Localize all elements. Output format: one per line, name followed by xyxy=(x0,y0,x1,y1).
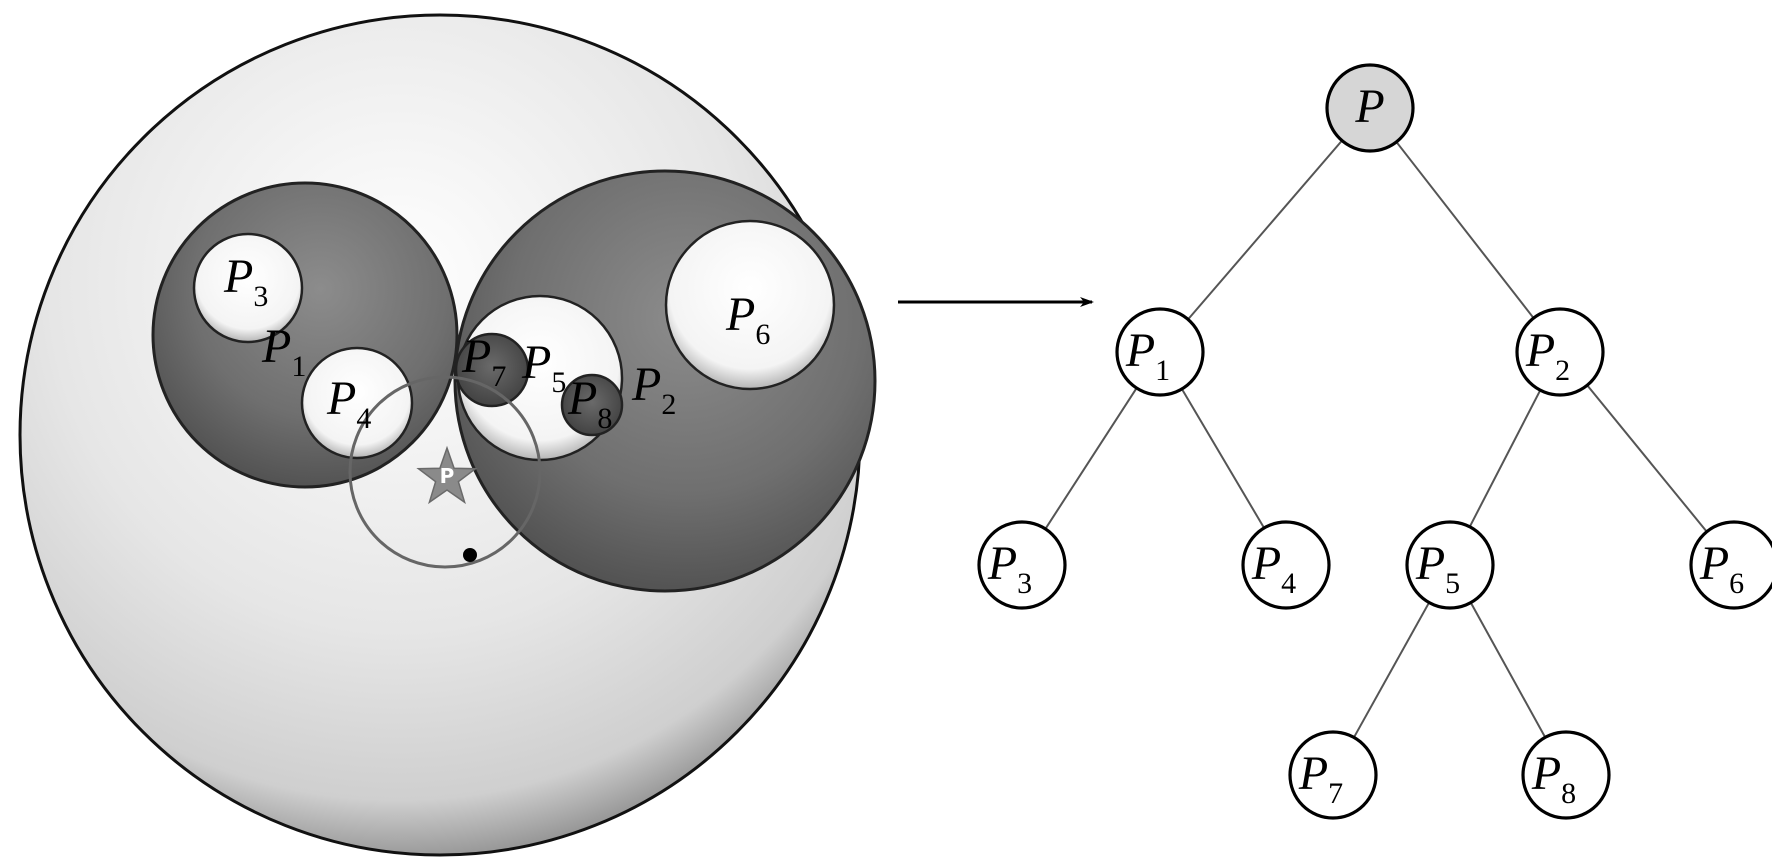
tree-node-label-base: P xyxy=(1415,537,1445,590)
tree-node-label-sub: 1 xyxy=(1155,354,1170,387)
sphere-p7 xyxy=(454,332,530,408)
sphere-labels: P3 P1 P4 P7 P5 P8 P2 P6 xyxy=(223,250,770,435)
tree-node-p2: P2 xyxy=(1515,307,1605,397)
sphere-p1 xyxy=(151,181,459,489)
tree-node-label-base: P xyxy=(1531,747,1561,800)
tree-node-label: P8 xyxy=(1531,747,1576,810)
label-p7: P7 xyxy=(461,330,506,393)
label-p1: P1 xyxy=(261,320,306,383)
tree-node-p5: P5 xyxy=(1405,520,1495,610)
tree-node-label-base: P xyxy=(1699,537,1729,590)
tree-edge-p2-p6 xyxy=(1586,384,1708,533)
tree-node-p3: P3 xyxy=(977,520,1067,610)
label-p4: P4 xyxy=(326,372,371,435)
tree-edges xyxy=(1044,139,1708,738)
tree-edge-root-p2 xyxy=(1395,141,1535,319)
tree-edge-root-p1 xyxy=(1187,139,1343,321)
label-p6: P6 xyxy=(725,288,770,351)
label-p8: P8 xyxy=(567,372,612,435)
tree-node-label-sub: 7 xyxy=(1328,777,1343,810)
tree-node-circle xyxy=(1521,730,1611,820)
tree-node-label: P xyxy=(1354,80,1384,133)
tree-node-label-sub: 2 xyxy=(1555,354,1570,387)
tree-node-label: P1 xyxy=(1125,324,1170,387)
query-symbol: P xyxy=(440,464,455,488)
tree-node-p7: P7 xyxy=(1288,730,1378,820)
sphere-view: P xyxy=(18,13,877,857)
tree-edge-p5-p8 xyxy=(1469,602,1547,738)
tree-node-circle xyxy=(1115,307,1205,397)
tree-node-label-sub: 6 xyxy=(1729,567,1744,600)
tree-node-root: P xyxy=(1325,63,1415,153)
label-p2: P2 xyxy=(631,358,676,421)
sphere-p6 xyxy=(664,219,836,391)
sphere-p3 xyxy=(192,232,304,344)
tree-node-circle xyxy=(1689,520,1772,610)
tree-edge-p1-p4 xyxy=(1181,388,1265,529)
tree-node-circle xyxy=(1241,520,1331,610)
tree-edge-p2-p5 xyxy=(1468,389,1542,528)
tree-node-label-base: P xyxy=(1125,324,1155,377)
tree-node-circle xyxy=(1515,307,1605,397)
query-point xyxy=(463,548,477,562)
query-range-circle xyxy=(348,375,542,569)
tree-node-label-sub: 8 xyxy=(1561,777,1576,810)
sphere-p4 xyxy=(300,346,414,460)
tree-node-label: P5 xyxy=(1415,537,1460,600)
tree-node-label-sub: 4 xyxy=(1281,567,1296,600)
tree-node-p6: P6 xyxy=(1689,520,1772,610)
tree-node-circle xyxy=(977,520,1067,610)
tree-node-label-base: P xyxy=(1251,537,1281,590)
sphere-p8 xyxy=(560,373,624,437)
tree-node-p1: P1 xyxy=(1115,307,1205,397)
tree-node-label: P2 xyxy=(1525,324,1570,387)
label-p3: P3 xyxy=(223,250,268,313)
tree-node-label: P4 xyxy=(1251,537,1296,600)
tree-node-label-sub: 3 xyxy=(1017,567,1032,600)
tree-node-circle xyxy=(1405,520,1495,610)
tree-node-label-base: P xyxy=(1525,324,1555,377)
label-p5: P5 xyxy=(521,336,566,399)
tree-node-label-sub: 5 xyxy=(1445,567,1460,600)
tree-node-label-base: P xyxy=(1354,80,1384,133)
tree-node-label: P3 xyxy=(987,537,1032,600)
tree-node-circle xyxy=(1325,63,1415,153)
tree-node-p8: P8 xyxy=(1521,730,1611,820)
tree-node-label: P7 xyxy=(1298,747,1343,810)
tree-edge-p1-p3 xyxy=(1044,387,1138,530)
tree-node-circle xyxy=(1288,730,1378,820)
tree-node-p4: P4 xyxy=(1241,520,1331,610)
star-icon xyxy=(416,445,478,505)
tree-node-label: P6 xyxy=(1699,537,1744,600)
tree-edge-p5-p7 xyxy=(1353,602,1430,738)
tree-node-label-base: P xyxy=(1298,747,1328,800)
tree-node-label-base: P xyxy=(987,537,1017,590)
